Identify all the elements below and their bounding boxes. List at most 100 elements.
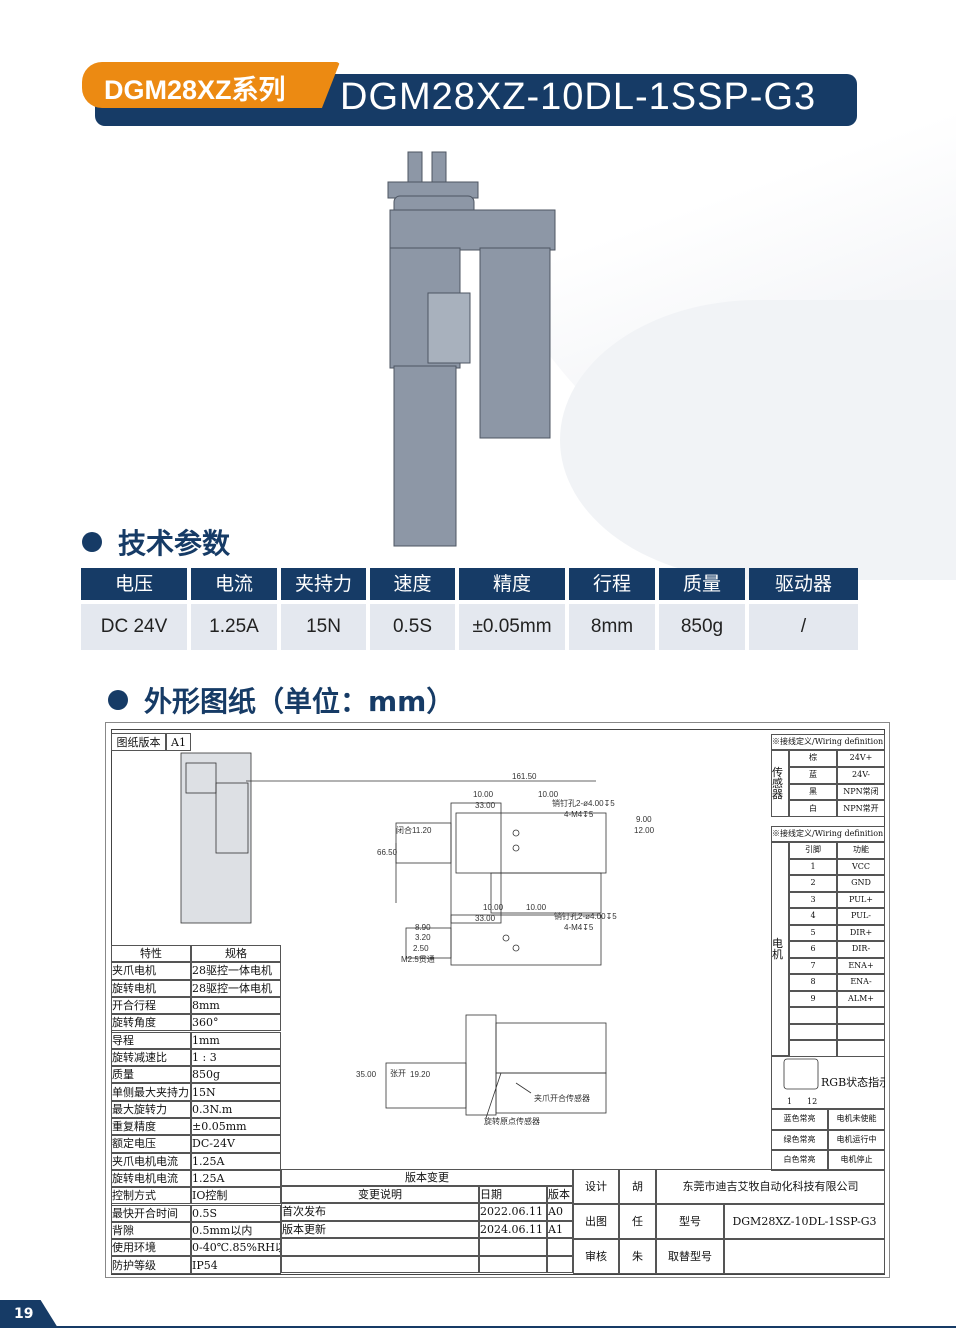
dim-label: 销钉孔2-ø4.00↧5 [554,912,617,921]
prop-value: 28驱控一体电机 [191,962,281,980]
props-header: 特性 [111,945,191,963]
prop-name: 重复精度 [111,1118,191,1136]
bullet-icon [108,690,128,710]
prop-name: 单侧最大夹持力 [111,1083,191,1101]
wire-color: 棕 [789,750,837,767]
rgb-indicator [771,1056,885,1109]
pin-cell [789,1023,837,1040]
spec-value: DC 24V [81,604,187,650]
section-title: 外形图纸（单位：mm） [144,685,455,718]
model-number: DGM28XZ-10DL-1SSP-G3 [724,1204,885,1239]
checker: 朱 [619,1239,656,1274]
pin-cell: 2 [789,875,837,892]
rgb-meaning: 电机运行中 [828,1129,885,1150]
prop-name: 质量 [111,1066,191,1084]
version-value: A1 [166,733,191,751]
prop-name: 背隙 [111,1221,191,1240]
spec-header: 电压 [81,568,187,600]
spec-header: 精度 [459,568,565,600]
pin-cell [837,1040,885,1057]
revision-row: A0 [547,1203,573,1221]
model-label: 型号 [656,1204,724,1239]
prop-value: 1 : 3 [191,1048,281,1067]
spec-value: 8mm [569,604,655,650]
drawing-views [180,752,819,1119]
prop-name: 额定电压 [111,1135,191,1153]
pin-cell [789,1040,837,1057]
pin-cell: ALM+ [837,990,885,1007]
pin-cell: 1 [789,858,837,875]
prop-name: 开合行程 [111,996,191,1015]
revision-title: 版本变更 [281,1169,573,1186]
revision-row [479,1238,547,1256]
bullet-icon [82,532,102,552]
prop-name: 旋转角度 [111,1014,191,1032]
spec-header: 质量 [659,568,745,600]
spec-value: 15N [281,604,366,650]
rgb-state: 绿色常亮 [771,1129,828,1150]
revision-row [479,1255,547,1273]
revision-row [281,1255,479,1273]
replace-value [724,1239,885,1274]
dim-label: 8.90 [415,923,431,932]
drafter: 任 [619,1204,656,1239]
prop-value: 850g [191,1066,281,1084]
spec-header: 速度 [370,568,455,600]
spec-header: 电流 [191,568,277,600]
pin-cell: ENA- [837,974,885,991]
spec-value: 0.5S [370,604,455,650]
prop-value: 8mm [191,996,281,1015]
dim-label: 19.20 [410,1070,431,1079]
motor-group: 电机 [771,842,789,1056]
revision-row [547,1238,573,1256]
pin-cell: ENA+ [837,957,885,974]
spec-value: 1.25A [191,604,277,650]
pin-cell [837,1023,885,1040]
pin-cell: 5 [789,924,837,941]
draw-label: 出图 [573,1204,619,1239]
prop-value: IP54 [191,1256,281,1274]
prop-value: ±0.05mm [191,1118,281,1136]
revision-row: 首次发布 [281,1203,479,1221]
sensor-label: 旋转原点传感器 [484,1117,540,1126]
spec-value: 850g [659,604,745,650]
dim-label: 10.00 [538,790,559,799]
section-title: 技术参数 [118,527,231,560]
pin-cell: GND [837,875,885,892]
sensor-group: 传感器 [771,750,789,817]
prop-value: 1.25A [191,1152,281,1170]
dim-label: 张开 [390,1069,406,1078]
rgb-state: 蓝色常亮 [771,1109,828,1130]
rgb-label: RGB状态指示灯 [821,1076,885,1088]
prop-value: 360° [191,1014,281,1032]
page-number: 19 [0,1300,58,1328]
pin-cell: DIR+ [837,924,885,941]
revision-row: 版本更新 [281,1220,479,1238]
dim-label: 2.50 [413,944,429,953]
prop-name: 夹爪电机电流 [111,1152,191,1170]
wiring-title: ※接线定义/Wiring definition [771,734,885,750]
prop-name: 旋转电机 [111,979,191,997]
pin-cell: PUL- [837,908,885,925]
dim-label: 12.00 [634,826,655,835]
pin-cell: 3 [789,891,837,908]
wire-color: 白 [789,800,837,818]
pin-cell: 引脚 [789,842,837,859]
rgb-meaning: 电机停止 [828,1150,885,1171]
prop-name: 控制方式 [111,1187,191,1205]
revision-row: 2024.06.11 [479,1220,547,1238]
dim-label: 4-M4↧5 [564,923,594,932]
spec-value: / [749,604,858,650]
prop-name: 导程 [111,1031,191,1049]
prop-value: IO控制 [191,1187,281,1205]
sensor-label: 夹爪开合传感器 [534,1094,590,1103]
pin-cell: 4 [789,908,837,925]
wire-function: NPN常闭 [837,783,885,801]
rgb-state: 白色常亮 [771,1150,828,1171]
spec-header: 行程 [569,568,655,600]
prop-name: 使用环境 [111,1239,191,1257]
spec-header: 驱动器 [749,568,858,600]
wire-color: 蓝 [789,766,837,784]
model-title: DGM28XZ-10DL-1SSP-G3 [340,76,817,118]
dim-label: 4-M4↧5 [564,810,594,819]
